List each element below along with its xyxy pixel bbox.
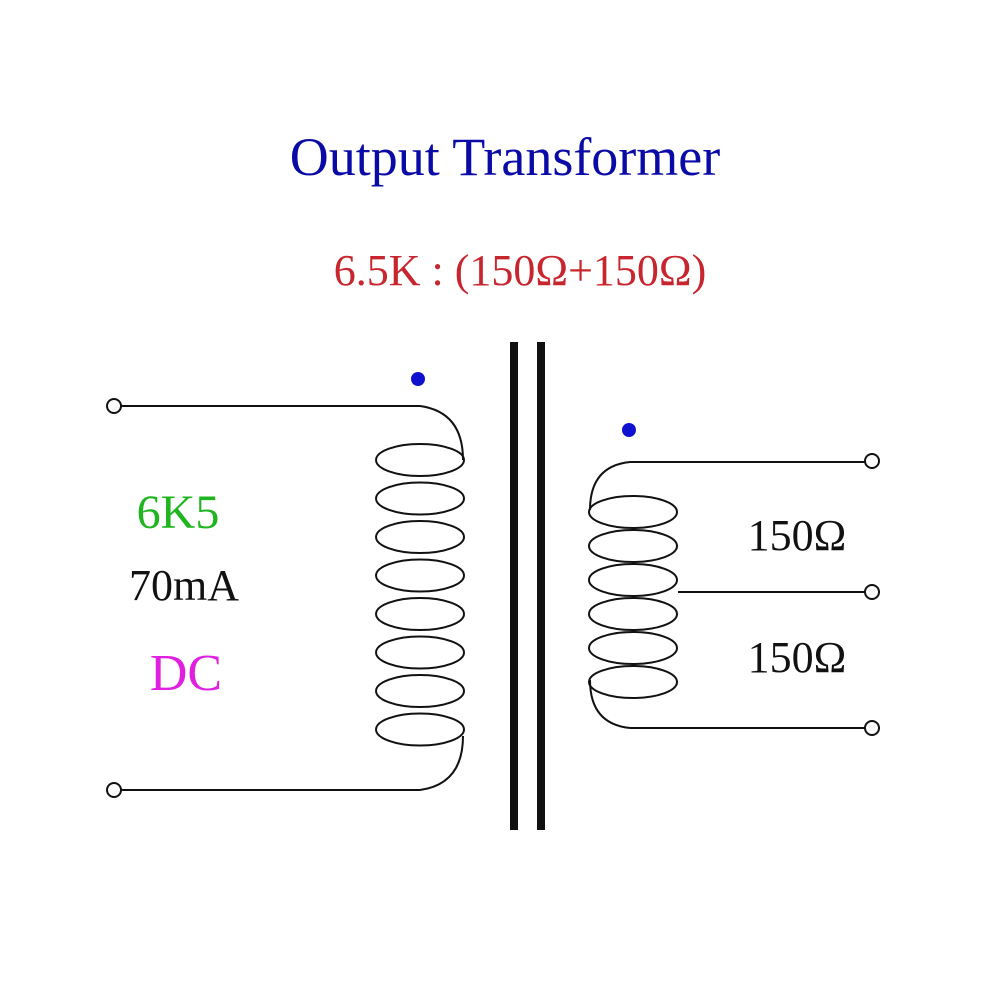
primary-coils <box>375 443 465 747</box>
turns-ratio: 6.5K : (150Ω+150Ω) <box>334 246 707 295</box>
secondary-top-arc <box>589 461 631 511</box>
primary-bottom-arc <box>419 735 464 791</box>
secondary-coil-loop <box>588 597 678 631</box>
secondary-coil-loop <box>588 529 678 563</box>
secondary-coil-loop <box>588 665 678 699</box>
secondary-upper-impedance-label: 150Ω <box>748 511 847 560</box>
primary-polarity-dot <box>411 372 425 386</box>
primary-supply-label: DC <box>150 645 222 702</box>
primary-coil-loop <box>375 558 465 593</box>
secondary-coils <box>588 495 678 699</box>
secondary-coil-loop <box>588 631 678 665</box>
secondary-terminal-center-tap[interactable] <box>864 584 880 600</box>
secondary-coil-loop <box>588 495 678 529</box>
primary-terminal-top[interactable] <box>106 398 122 414</box>
secondary-terminal-bottom[interactable] <box>864 720 880 736</box>
primary-coil-loop <box>375 597 465 631</box>
secondary-winding <box>588 461 866 729</box>
secondary-polarity-dot <box>622 423 636 437</box>
primary-coil-loop <box>375 712 465 747</box>
secondary-bottom-arc <box>589 679 631 729</box>
primary-coil-loop <box>375 635 465 670</box>
secondary-coil-loop <box>588 563 678 597</box>
primary-coil-loop <box>375 520 465 554</box>
primary-winding <box>121 405 465 791</box>
primary-terminal-bottom[interactable] <box>106 782 122 798</box>
secondary-terminal-top[interactable] <box>864 453 880 469</box>
primary-current-label: 70mA <box>129 561 239 610</box>
title: Output Transformer <box>290 127 721 187</box>
primary-coil-loop <box>375 443 465 477</box>
secondary-lower-impedance-label: 150Ω <box>748 633 847 682</box>
primary-top-arc <box>419 405 464 461</box>
primary-tube-label: 6K5 <box>137 486 220 539</box>
primary-coil-loop <box>375 481 465 516</box>
primary-coil-loop <box>375 674 465 708</box>
